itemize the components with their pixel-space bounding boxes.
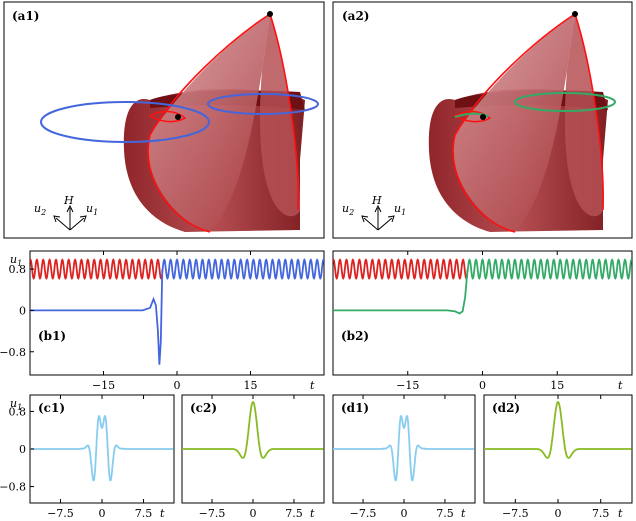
- x-tick-label: −7.5: [502, 507, 529, 520]
- equilibrium-point: [175, 114, 181, 120]
- plot-area: [30, 258, 324, 365]
- x-tick-label: −15: [92, 379, 115, 392]
- x-tick-label: 7.5: [436, 507, 454, 520]
- y-tick-label: −0.8: [0, 346, 26, 359]
- series-line-0: [333, 258, 469, 281]
- x-tick-label: 0: [250, 507, 257, 520]
- equilibrium-point-top: [572, 11, 578, 17]
- plot-area: [182, 400, 324, 459]
- plot-area: [484, 400, 632, 459]
- x-axis-label: t: [618, 379, 623, 392]
- x-tick-label: 7.5: [135, 507, 153, 520]
- panel-d1-profile: −7.5 0 7.5 t (d1): [332, 394, 476, 520]
- panel-a1-surface-plot: (a1) u2 H u1: [3, 1, 325, 239]
- x-tick-label: 0: [174, 379, 181, 392]
- plot-area: [30, 414, 174, 482]
- series-line-0: [333, 414, 475, 482]
- axis-u2-label: u2: [342, 202, 354, 217]
- x-tick-label: 0: [99, 507, 106, 520]
- panel-b1-time-series: −15 0 15 0.8 0 −0.8 u1 t (b1): [0, 250, 325, 392]
- x-tick-label: 0: [555, 507, 562, 520]
- equilibrium-point: [480, 114, 486, 120]
- x-tick-label: 15: [550, 379, 564, 392]
- x-tick-label: 0: [479, 379, 486, 392]
- panel-d2-profile: −7.5 0 7.5 t (d2): [483, 394, 633, 520]
- invariant-surface: [428, 12, 608, 233]
- panel-label: (d1): [341, 401, 369, 415]
- series-line-1: [161, 258, 324, 281]
- orbit-a2: [454, 92, 616, 118]
- y-tick-label: 0.8: [9, 263, 27, 276]
- plot-area: [333, 258, 632, 315]
- x-axis-label: t: [618, 507, 623, 520]
- panel-label: (d2): [492, 401, 520, 415]
- series-line-0: [182, 400, 324, 459]
- series-line-2: [333, 269, 469, 315]
- equilibrium-point-top: [267, 11, 273, 17]
- x-axis-label: t: [461, 507, 466, 520]
- x-tick-label: −7.5: [199, 507, 226, 520]
- x-tick-label: 0: [401, 507, 408, 520]
- axis-u1-label: u1: [394, 202, 406, 217]
- x-tick-label: 7.5: [592, 507, 610, 520]
- series-line-2: [30, 269, 164, 365]
- axis-H-label: H: [63, 194, 74, 207]
- axis-u2-label: u2: [34, 202, 46, 217]
- axis-u1-label: u1: [86, 202, 98, 217]
- x-axis-label: t: [160, 507, 165, 520]
- x-tick-label: −7.5: [47, 507, 74, 520]
- x-tick-label: 15: [244, 379, 258, 392]
- panel-label: (c2): [190, 401, 217, 415]
- panel-a1-label: (a1): [12, 9, 39, 23]
- x-axis-label: t: [310, 507, 315, 520]
- y-axis-label: u1: [10, 397, 22, 412]
- panel-label: (b1): [38, 329, 66, 343]
- series-line-0: [30, 414, 174, 482]
- panel-b2-time-series: −15 0 15 t (b2): [332, 250, 633, 392]
- x-tick-label: −15: [396, 379, 419, 392]
- series-line-0: [484, 400, 632, 459]
- y-tick-label: 0: [19, 304, 26, 317]
- panel-c1-profile: −7.5 0 7.5 0.8 0 −0.8 u1 t (c1): [0, 394, 175, 520]
- series-line-0: [30, 258, 163, 281]
- x-tick-label: −7.5: [350, 507, 377, 520]
- axes-triad-a1: u2 H u1: [34, 194, 98, 231]
- y-tick-label: −0.8: [0, 481, 26, 494]
- panel-a2-surface-plot: (a2) u2 H u1: [332, 1, 633, 239]
- axis-H-label: H: [371, 194, 382, 207]
- y-tick-label: 0: [19, 443, 26, 456]
- plot-area: [333, 414, 475, 482]
- y-tick-label: 0.8: [9, 405, 27, 418]
- panel-c2-profile: −7.5 0 7.5 t (c2): [181, 394, 325, 520]
- panel-label: (b2): [341, 329, 369, 343]
- x-axis-label: t: [310, 379, 315, 392]
- y-axis-label: u1: [10, 253, 22, 268]
- series-line-1: [466, 258, 632, 280]
- x-tick-label: 7.5: [285, 507, 303, 520]
- axes-triad-a2: u2 H u1: [342, 194, 406, 231]
- panel-a2-label: (a2): [342, 9, 369, 23]
- panel-label: (c1): [38, 401, 65, 415]
- orbit-a1: [40, 93, 319, 143]
